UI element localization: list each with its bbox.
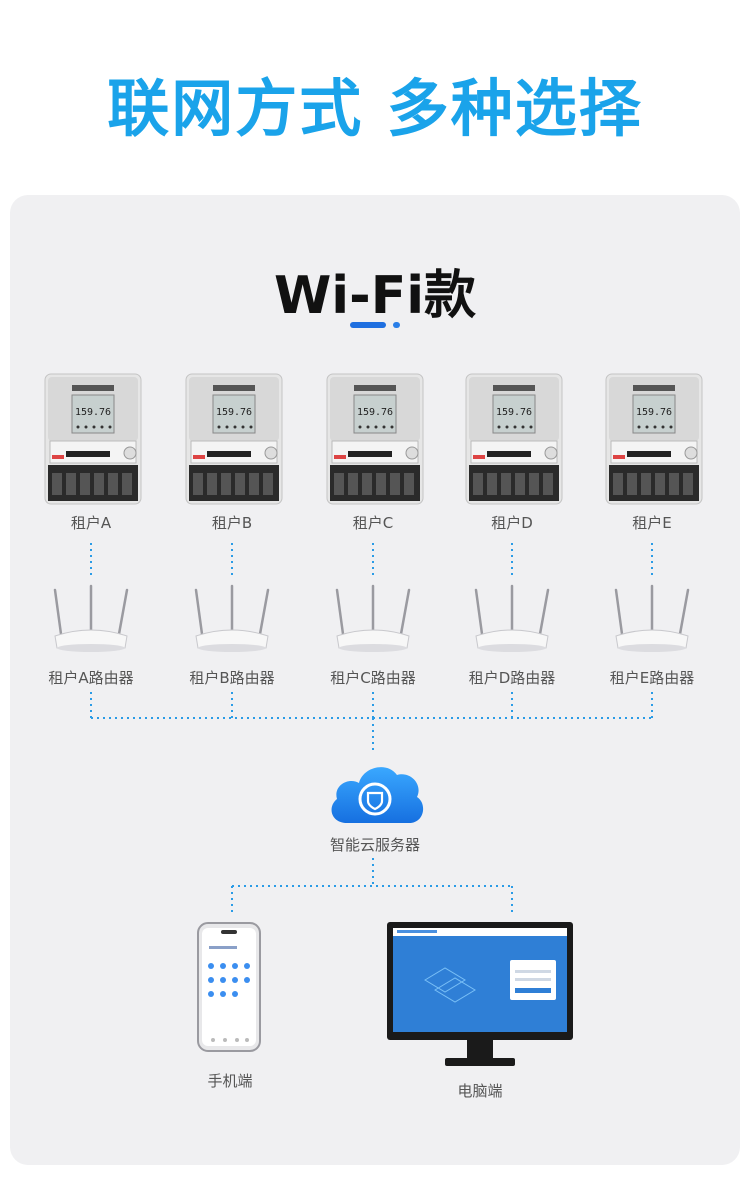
tenant-meter-label: 租户C (352, 514, 394, 532)
desktop-monitor-icon (387, 922, 573, 1066)
tenant-router-label: 租户B路由器 (189, 669, 275, 687)
tenant-meter-label: 租户D (491, 514, 533, 532)
tenant-meter-label: 租户A (70, 514, 112, 532)
phone-label: 手机端 (207, 1072, 253, 1090)
wifi-router-icon (335, 584, 411, 652)
electric-meter-icon: 159.76 (465, 373, 563, 505)
diagram-panel (10, 195, 740, 1165)
meter-reading: 159.76 (216, 407, 252, 418)
electric-meter-icon: 159.76 (44, 373, 142, 505)
tenant-router-label: 租户A路由器 (48, 669, 134, 687)
meter-reading: 159.76 (636, 407, 672, 418)
wifi-router-icon (53, 584, 129, 652)
tenant-router-label: 租户E路由器 (609, 669, 695, 687)
wifi-router-icon (474, 584, 550, 652)
cloud-server-label: 智能云服务器 (329, 836, 420, 854)
smartphone-icon (197, 922, 261, 1052)
electric-meter-icon: 159.76 (326, 373, 424, 505)
page-headline: 联网方式 多种选择 (107, 72, 643, 145)
tenant-router-label: 租户C路由器 (330, 669, 416, 687)
title-underline-bar (350, 322, 386, 328)
section-title: Wi-Fi款 (273, 266, 477, 326)
electric-meter-icon: 159.76 (605, 373, 703, 505)
cloud-server-icon (331, 767, 424, 823)
pc-label: 电脑端 (457, 1082, 503, 1100)
title-underline-dot (393, 322, 400, 328)
tenant-meter-label: 租户E (632, 514, 672, 532)
wifi-router-icon (194, 584, 270, 652)
meter-reading: 159.76 (357, 407, 393, 418)
electric-meter-icon: 159.76 (185, 373, 283, 505)
tenant-router-label: 租户D路由器 (468, 669, 556, 687)
tenant-meter-label: 租户B (211, 514, 253, 532)
meter-reading: 159.76 (496, 407, 532, 418)
meter-reading: 159.76 (75, 407, 111, 418)
wifi-router-icon (614, 584, 690, 652)
